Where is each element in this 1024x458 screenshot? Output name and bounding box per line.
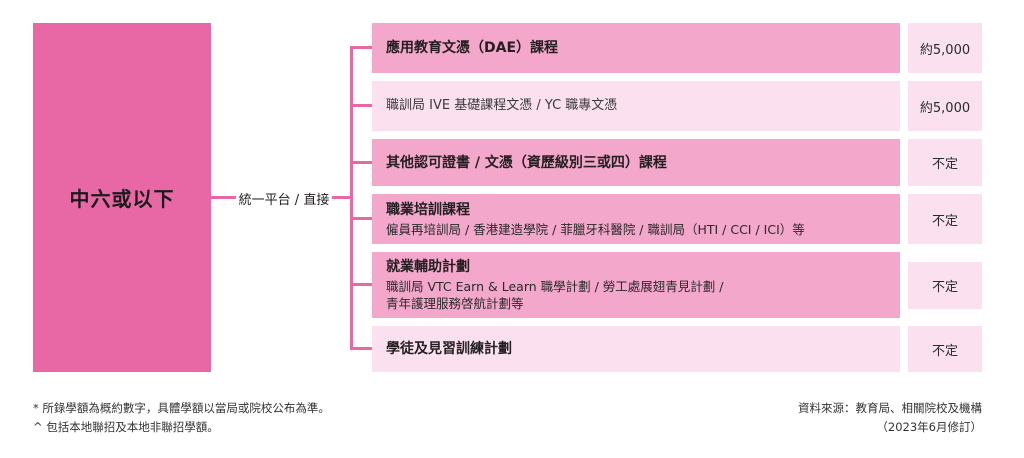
footnote-line-2: ^ 包括本地聯招及本地非聯招學額。 (33, 420, 219, 434)
bracket-stub-5 (350, 283, 372, 286)
pathway-box: 應用教育文憑（DAE）課程 (372, 23, 900, 73)
pathway-row-vocational-training: 職業培訓課程 僱員再培訓局 / 香港建造學院 / 菲臘牙科醫院 / 職訓局（HT… (372, 194, 982, 244)
pathway-title: 其他認可證書 / 文憑（資歷級別三或四）課程 (386, 154, 667, 171)
pathway-row-other-certs: 其他認可證書 / 文憑（資歷級別三或四）課程 不定 (372, 139, 982, 186)
bracket-spine-line (350, 46, 353, 350)
connector-line-right (332, 196, 351, 199)
quota-box: 約5,000 (908, 81, 982, 131)
pathway-box: 職業培訓課程 僱員再培訓局 / 香港建造學院 / 菲臘牙科醫院 / 職訓局（HT… (372, 194, 900, 244)
pathway-title: 職業培訓課程 (386, 201, 470, 218)
pathway-title: 應用教育文憑（DAE）課程 (386, 40, 559, 56)
bracket-stub-6 (350, 347, 372, 350)
quota-value: 不定 (931, 213, 958, 229)
pathway-row-ive: 職訓局 IVE 基礎課程文憑 / YC 職專文憑 約5,000 (372, 81, 982, 131)
quota-box: 不定 (908, 139, 982, 186)
quota-value: 不定 (931, 343, 958, 359)
pathway-title: 學徒及見習訓練計劃 (386, 341, 512, 357)
quota-box: 約5,000 (908, 23, 982, 73)
quota-value: 不定 (931, 157, 958, 172)
quota-value: 約5,000 (919, 100, 971, 116)
footnote-line-1: * 所錄學額為概約數字，具體學額以當局或院校公布為準。 (33, 401, 330, 415)
pathway-title: 職訓局 IVE 基礎課程文憑 / YC 職專文憑 (386, 98, 618, 113)
quota-box: 不定 (908, 261, 982, 309)
pathway-box: 職訓局 IVE 基礎課程文憑 / YC 職專文憑 (372, 81, 900, 131)
pathway-subtitle: 僱員再培訓局 / 香港建造學院 / 菲臘牙科醫院 / 職訓局（HTI / CCI… (386, 221, 805, 237)
quota-box: 不定 (908, 326, 982, 372)
source-attribution: 資料來源：教育局、相關院校及機構 （2023年6月修訂） (798, 399, 982, 437)
bracket-stub-4 (350, 217, 372, 220)
pathway-subtitle: 職訓局 VTC Earn & Learn 職學計劃 / 勞工處展翅青見計劃 / … (386, 279, 724, 311)
pathway-row-employment-support: 就業輔助計劃 職訓局 VTC Earn & Learn 職學計劃 / 勞工處展翅… (372, 252, 982, 318)
quota-value: 約5,000 (919, 42, 971, 58)
pathway-row-dae: 應用教育文憑（DAE）課程 約5,000 (372, 23, 982, 73)
quota-box: 不定 (908, 194, 982, 244)
connector-line-left (211, 196, 236, 199)
quota-value: 不定 (931, 279, 958, 295)
bracket-stub-2 (350, 104, 372, 107)
pathway-box: 學徒及見習訓練計劃 (372, 326, 900, 372)
bracket-stub-3 (350, 161, 372, 164)
footnotes: * 所錄學額為概約數字，具體學額以當局或院校公布為準。 ^ 包括本地聯招及本地非… (33, 399, 330, 437)
pathway-box: 其他認可證書 / 文憑（資歷級別三或四）課程 (372, 139, 900, 186)
pathway-title: 就業輔助計劃 (386, 259, 470, 275)
source-stage-box: 中六或以下 (33, 23, 211, 372)
source-line-1: 資料來源：教育局、相關院校及機構 (798, 401, 982, 415)
bracket-stub-1 (350, 46, 372, 49)
source-line-2: （2023年6月修訂） (876, 420, 982, 434)
source-stage-label: 中六或以下 (69, 187, 175, 211)
pathway-row-apprenticeship: 學徒及見習訓練計劃 不定 (372, 326, 982, 372)
platform-label: 統一平台 / 直接 (238, 193, 330, 208)
pathway-box: 就業輔助計劃 職訓局 VTC Earn & Learn 職學計劃 / 勞工處展翅… (372, 252, 900, 318)
